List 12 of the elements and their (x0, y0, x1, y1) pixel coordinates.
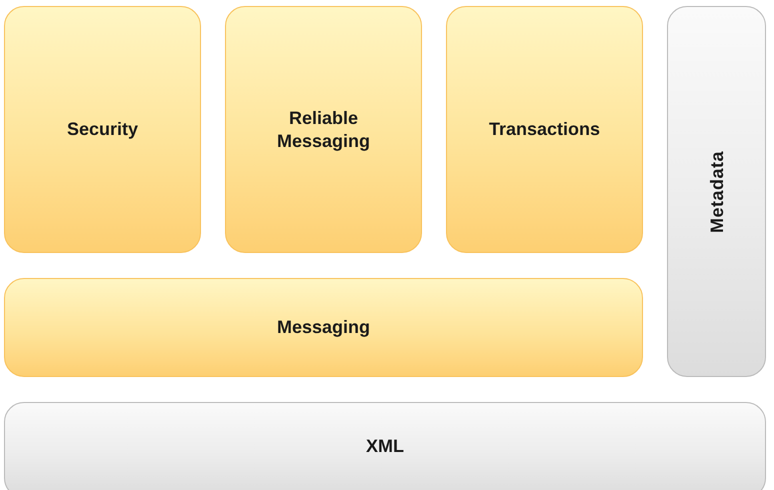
layer-label: Transactions (488, 118, 600, 141)
layer-label: Metadata (705, 150, 728, 233)
layer-box (446, 6, 643, 253)
layer-label: Reliable Messaging (276, 107, 372, 152)
layer-box (4, 402, 766, 490)
layer-label: XML (366, 434, 404, 458)
layer-label: Security (66, 118, 138, 141)
layer-box (4, 6, 201, 253)
layer-label: Messaging (276, 316, 370, 339)
layer-box (4, 278, 643, 377)
layer-box (667, 6, 766, 377)
layer-box (225, 6, 422, 253)
